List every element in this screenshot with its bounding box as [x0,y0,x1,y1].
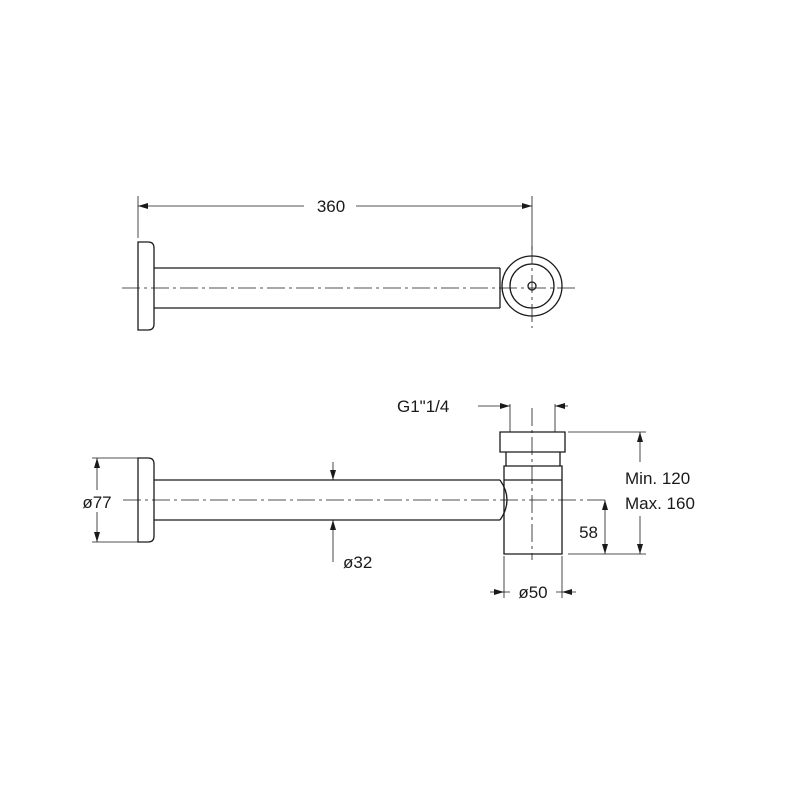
front-trap-body [503,465,563,555]
outlet-height-dimension: 58 [579,500,608,554]
flange-diameter-label: ø77 [82,493,111,512]
front-view: G1"1/4 Min. 120 Max. 160 58 [74,397,730,602]
height-dimension: Min. 120 Max. 160 [568,431,730,555]
pipe-diameter-dimension: ø32 [330,462,372,572]
body-diameter-dimension: ø50 [490,556,576,602]
pipe-diameter-label: ø32 [343,553,372,572]
length-label: 360 [317,197,345,216]
body-diameter-label: ø50 [518,583,547,602]
height-max-label: Max. 160 [625,494,695,513]
thread-label: G1"1/4 [397,397,449,416]
front-wall-flange [137,457,155,543]
flange-diameter-dimension: ø77 [74,457,138,543]
front-pipe [154,479,500,521]
top-wall-flange [137,241,155,331]
length-dimension: 360 [137,194,533,250]
height-min-label: Min. 120 [625,469,690,488]
top-view: 360 [122,194,578,331]
outlet-height-label: 58 [579,523,598,542]
thread-dimension: G1"1/4 [397,397,568,432]
front-trap-cap [499,431,566,466]
